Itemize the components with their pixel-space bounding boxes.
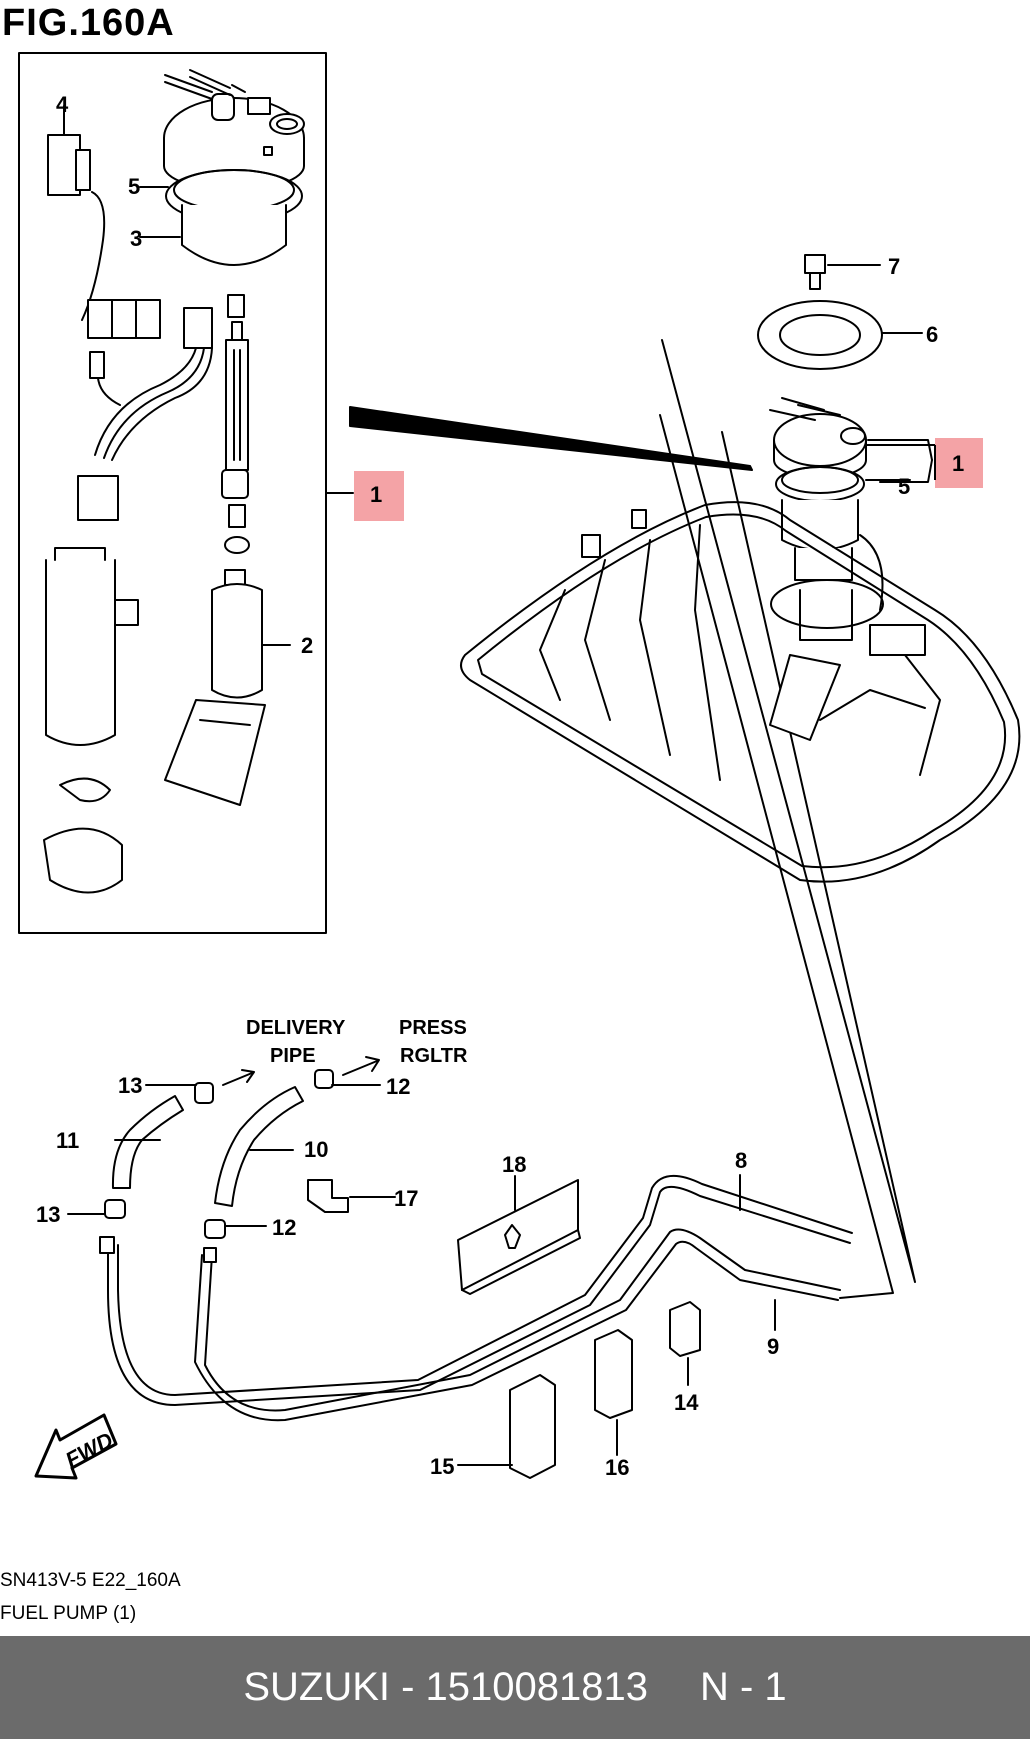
fuel-pump-diagram: 1 1 2 3 4 5 5 6 7 8 9 10 11 12 12 13 13 … (18, 52, 1021, 1480)
fuel-level-sender (47, 105, 213, 521)
hose-11 (111, 1095, 184, 1189)
label-pipe: PIPE (270, 1045, 316, 1067)
fuel-pump (164, 569, 291, 806)
callout-17: 17 (394, 1186, 418, 1211)
cone-outline-inner (659, 414, 894, 1299)
pump-module-assembly (139, 69, 305, 266)
bracket-18 (457, 1175, 581, 1295)
callout-8: 8 (735, 1148, 747, 1173)
callout-11: 11 (56, 1128, 79, 1153)
callout-5-right: 5 (898, 474, 910, 499)
highlight-callout-1-left (354, 471, 404, 521)
clip-17 (307, 1179, 396, 1213)
label-rgltr: RGLTR (400, 1045, 468, 1067)
clip-16 (594, 1329, 633, 1456)
callout-9: 9 (767, 1334, 779, 1359)
clamp-13-bottom (67, 1199, 126, 1219)
callout-15: 15 (430, 1454, 454, 1479)
fwd-arrow (34, 1413, 118, 1480)
part-number-bar: SUZUKI - 1510081813 N - 1 (0, 1636, 1030, 1739)
clamp-13-top (145, 1082, 214, 1104)
label-delivery: DELIVERY (246, 1017, 346, 1039)
figure-title: FIG.160A (2, 2, 175, 44)
fuel-tank (460, 501, 1021, 883)
highlight-callout-1-right (935, 438, 983, 488)
callout-18: 18 (502, 1152, 526, 1177)
label-press: PRESS (399, 1017, 467, 1039)
diagram-name: FUEL PUMP (1) (0, 1603, 137, 1624)
pointer-arrow (349, 406, 753, 471)
page-indicator: N - 1 (700, 1665, 787, 1709)
sender-rod (221, 294, 250, 554)
clamp-12-bottom (204, 1219, 267, 1239)
callout-13-top: 13 (118, 1073, 142, 1098)
callout-13-bottom: 13 (36, 1202, 60, 1227)
brand-part-number: SUZUKI - 1510081813 (243, 1665, 648, 1709)
callout-5-left: 5 (128, 174, 140, 199)
callout-12-top: 12 (386, 1074, 410, 1099)
callout-12-bottom: 12 (272, 1215, 296, 1240)
retaining-ring (757, 300, 923, 370)
callout-1-right: 1 (952, 451, 964, 476)
callout-16: 16 (605, 1455, 629, 1480)
callout-3: 3 (130, 226, 142, 251)
hose-10 (214, 1086, 304, 1207)
clip-15 (457, 1374, 556, 1479)
callout-14: 14 (674, 1390, 699, 1415)
arrow-delivery-pipe (222, 1069, 255, 1086)
callout-10: 10 (304, 1137, 328, 1162)
clamp-12-top (314, 1069, 381, 1089)
callout-1-left: 1 (370, 482, 382, 507)
bolt (804, 254, 881, 290)
fuel-pipes (99, 1174, 853, 1422)
callout-6: 6 (926, 322, 938, 347)
diagram-code: SN413V-5 E22_160A (0, 1570, 181, 1591)
callout-7: 7 (888, 254, 900, 279)
callout-2: 2 (301, 633, 313, 658)
clip-14 (669, 1301, 701, 1386)
pump-bracket (43, 547, 139, 894)
pump-module-installed (769, 397, 933, 741)
callout-4: 4 (56, 92, 69, 117)
arrow-press-rgltr (342, 1056, 380, 1076)
